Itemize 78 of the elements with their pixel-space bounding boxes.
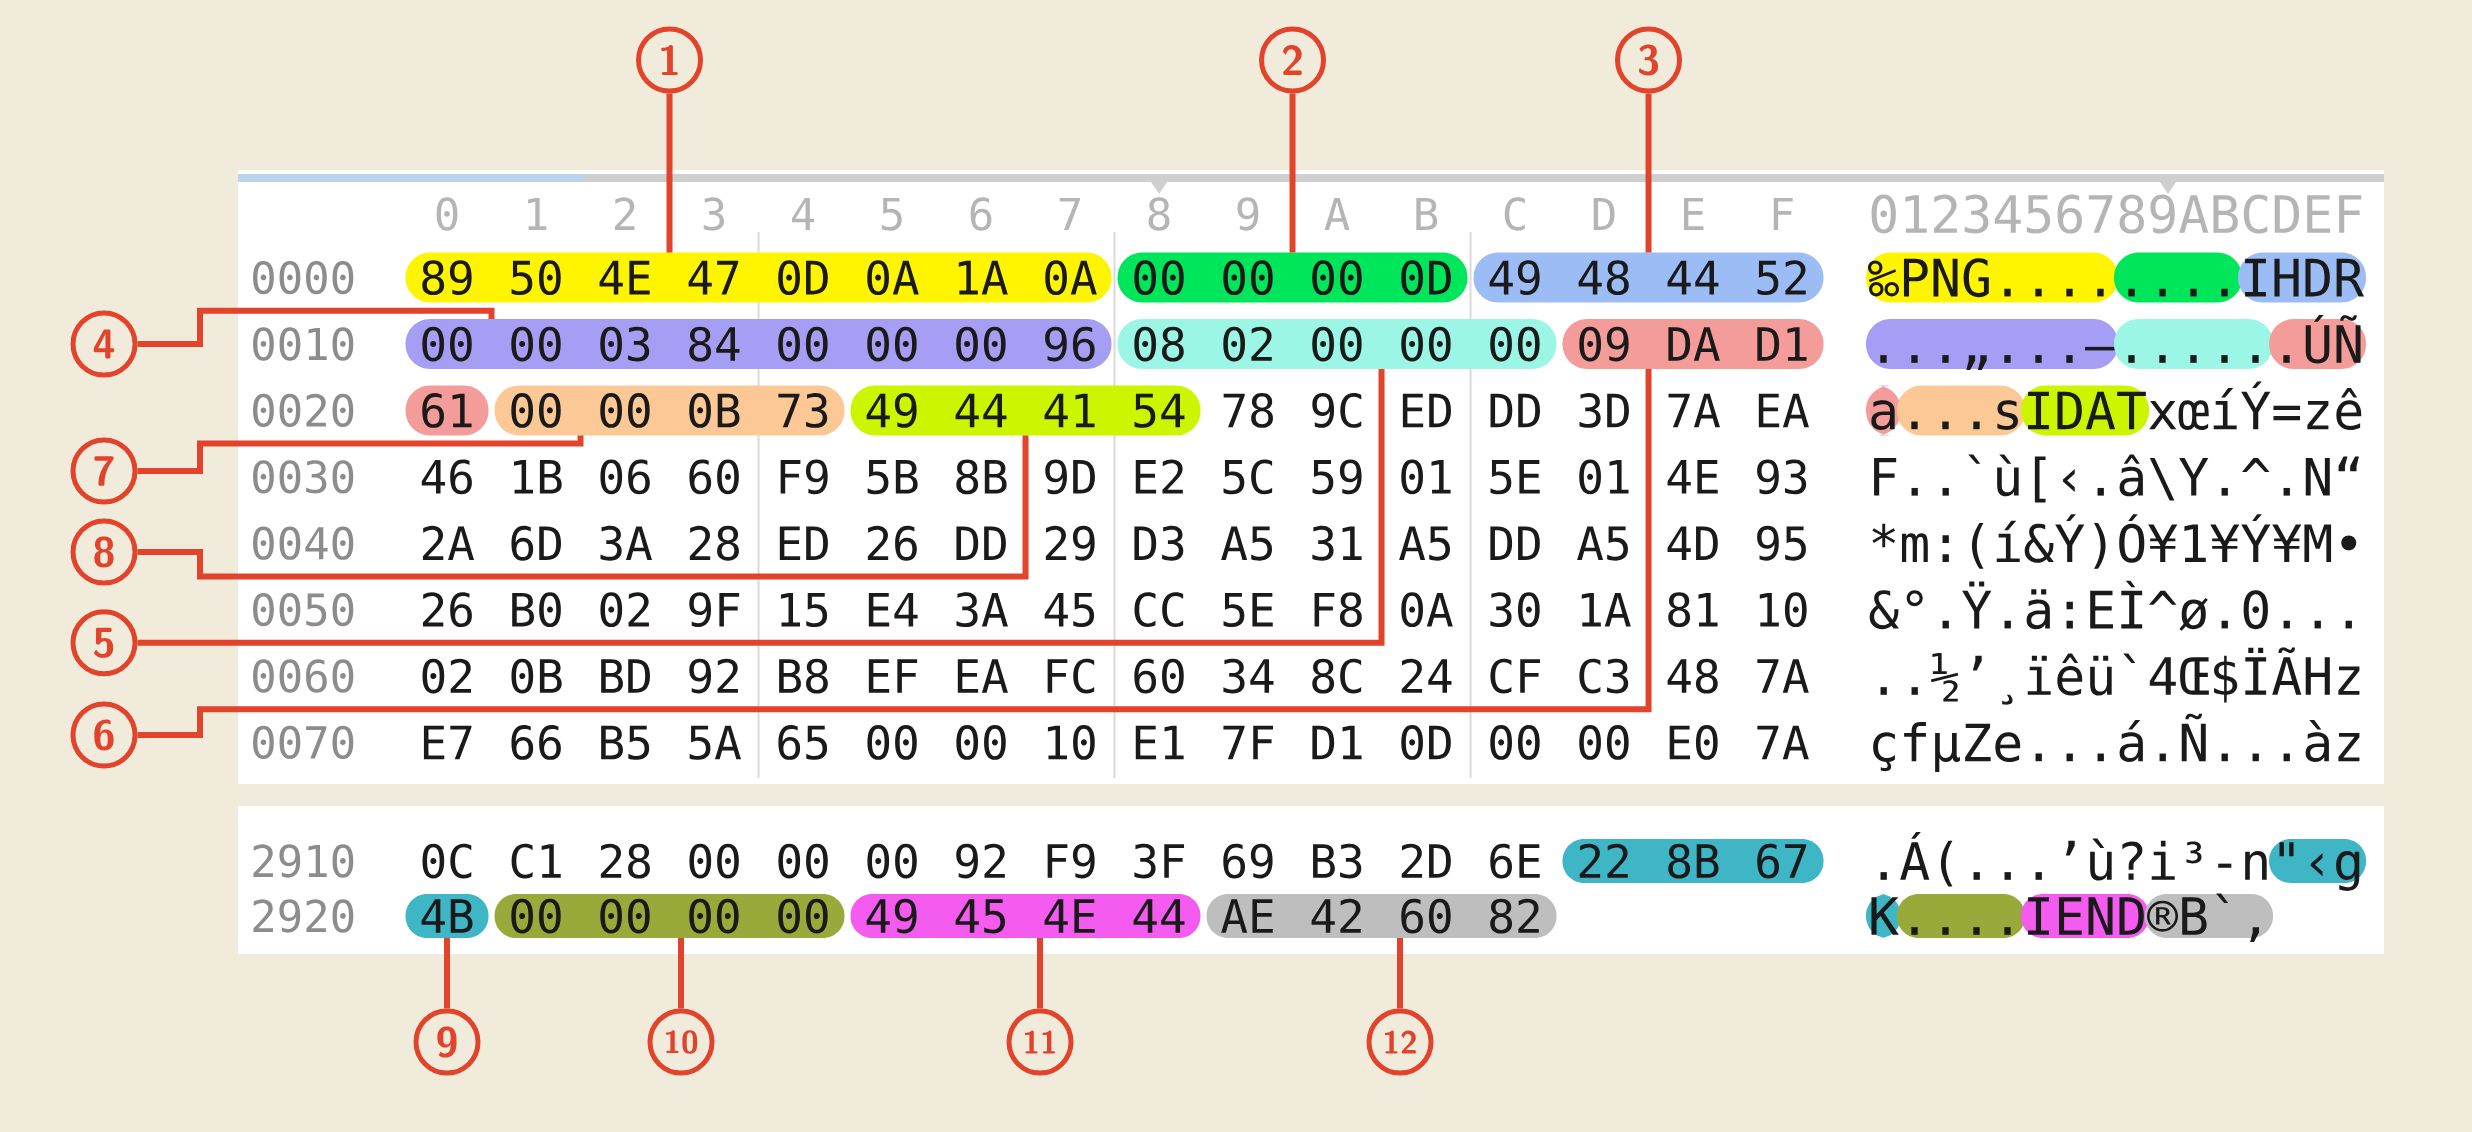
column-header: 1 xyxy=(528,197,547,230)
byte-highlight: 89 50 4E 47 0D 0A 1A 0A xyxy=(405,252,1112,303)
byte-highlight: 61 xyxy=(405,385,489,436)
leader-line xyxy=(1037,938,1043,1009)
hex-bytes: 02 0B BD 92 B8 EF EA FC 60 34 8C 24 CF C3 48 7A xyxy=(422,658,1809,694)
column-header: D xyxy=(1593,197,1615,230)
text-highlight: ..... xyxy=(2114,319,2274,369)
offset-label: 0020 xyxy=(253,393,354,428)
offset-label: 0010 xyxy=(253,327,354,361)
offset-label: 0030 xyxy=(253,460,354,494)
ascii-text: xœíÝ=zê xyxy=(2149,381,2362,430)
leader-line xyxy=(137,369,1652,738)
ascii-text: .Á(...’ù?i³-n xyxy=(1880,832,2267,887)
offset-label: 0050 xyxy=(253,592,354,627)
column-header: 8 xyxy=(1148,197,1170,231)
byte-highlight: 08 02 00 00 00 xyxy=(1117,319,1557,369)
hex-bytes: 46 1B 06 60 F9 5B 8B 9D E2 5C 59 01 5E 01 4E 93 xyxy=(421,459,1807,495)
callout-number: 11 xyxy=(1006,1008,1074,1076)
byte-highlight: 49 45 4E 44 xyxy=(850,894,1201,938)
leader-line xyxy=(137,435,584,474)
column-header: 0123456789ABCDEF xyxy=(1871,194,2362,234)
leader-line xyxy=(137,369,1385,646)
ascii-text: &°.Ÿ.ä:EÌ^ø.0... xyxy=(1869,580,2352,631)
column-header: C xyxy=(1504,197,1525,231)
offset-label: 2910 xyxy=(253,844,354,878)
byte-highlight: 00 00 00 0D xyxy=(1117,252,1468,303)
text-highlight: ...s xyxy=(1897,385,2026,436)
text-highlight: K xyxy=(1866,894,1902,938)
hex-bytes: E7 66 B5 5A 65 00 00 10 E1 7F D1 0D 00 00 E0 7A xyxy=(423,725,1809,760)
hex-bytes: 26 B0 02 9F 15 E4 3A 45 CC 5E F8 0A 30 1A 81 10 xyxy=(422,592,1807,628)
byte-highlight: AE 42 60 82 xyxy=(1206,894,1557,938)
ascii-text: çfµZe...á.Ñ...àz xyxy=(1873,713,2360,772)
hex-bytes: 2A 6D 3A 28 ED 26 DD 29 D3 A5 31 A5 DD A5 4D 95 xyxy=(422,525,1806,561)
text-highlight: IDAT xyxy=(2021,385,2150,436)
ascii-text: *m:(í&Ý)Ó¥1¥Ý¥M• xyxy=(1872,514,2357,569)
column-header: F xyxy=(1773,197,1793,230)
callout-number: 9 xyxy=(413,1008,481,1076)
byte-highlight: 00 00 03 84 00 00 00 96 xyxy=(405,319,1112,369)
offset-label: 2920 xyxy=(253,899,354,933)
leader-line xyxy=(678,938,684,1009)
column-header: A xyxy=(1324,197,1350,230)
column-header: 4 xyxy=(791,197,815,230)
byte-highlight: 49 44 41 54 xyxy=(850,385,1201,436)
leader-line xyxy=(1645,93,1652,253)
column-header: E xyxy=(1684,197,1704,230)
text-highlight: ...„...– xyxy=(1866,319,2119,370)
callout-number: 10 xyxy=(647,1008,715,1076)
column-header: 7 xyxy=(1059,197,1080,230)
column-header: 9 xyxy=(1237,197,1259,231)
byte-highlight: 09 DA D1 xyxy=(1562,319,1824,369)
offset-label: 0040 xyxy=(253,526,354,560)
column-header: 6 xyxy=(970,197,992,231)
byte-highlight: 00 00 00 00 xyxy=(494,894,845,938)
leader-line xyxy=(444,938,450,1009)
column-header: 3 xyxy=(703,197,724,231)
text-highlight: a xyxy=(1866,385,1902,436)
column-header: B xyxy=(1416,197,1438,230)
byte-highlight: 4B xyxy=(405,894,489,938)
byte-highlight: 22 8B 67 xyxy=(1562,839,1824,883)
leader-line xyxy=(1397,938,1403,1009)
byte-highlight: 00 00 0B 73 xyxy=(494,385,845,436)
leader-line xyxy=(1289,93,1296,253)
leader-line xyxy=(666,93,673,253)
offset-label: 0070 xyxy=(253,725,354,760)
column-header: 5 xyxy=(881,197,902,231)
callout-number: 12 xyxy=(1366,1008,1434,1076)
leader-line xyxy=(137,435,1029,580)
hex-bytes: 78 9C ED DD 3D 7A EA xyxy=(1223,393,1809,428)
column-header: 2 xyxy=(615,197,635,230)
ascii-text: F..`ù[‹.â\Y.^.N“ xyxy=(1874,454,2359,503)
byte-highlight: 49 48 44 52 xyxy=(1473,252,1824,303)
ascii-text: ..½’¸ïêü`4Œ$ÏÃHz xyxy=(1880,647,2360,705)
offset-label: 0000 xyxy=(253,260,354,295)
hex-bytes: 0C C1 28 00 00 00 92 F9 3F 69 B3 2D 6E xyxy=(422,843,1540,879)
column-header: 0 xyxy=(436,197,458,231)
text-highlight: ‰PNG.... xyxy=(1866,252,2119,303)
offset-label: 0060 xyxy=(253,659,354,693)
leader-line xyxy=(137,307,495,347)
